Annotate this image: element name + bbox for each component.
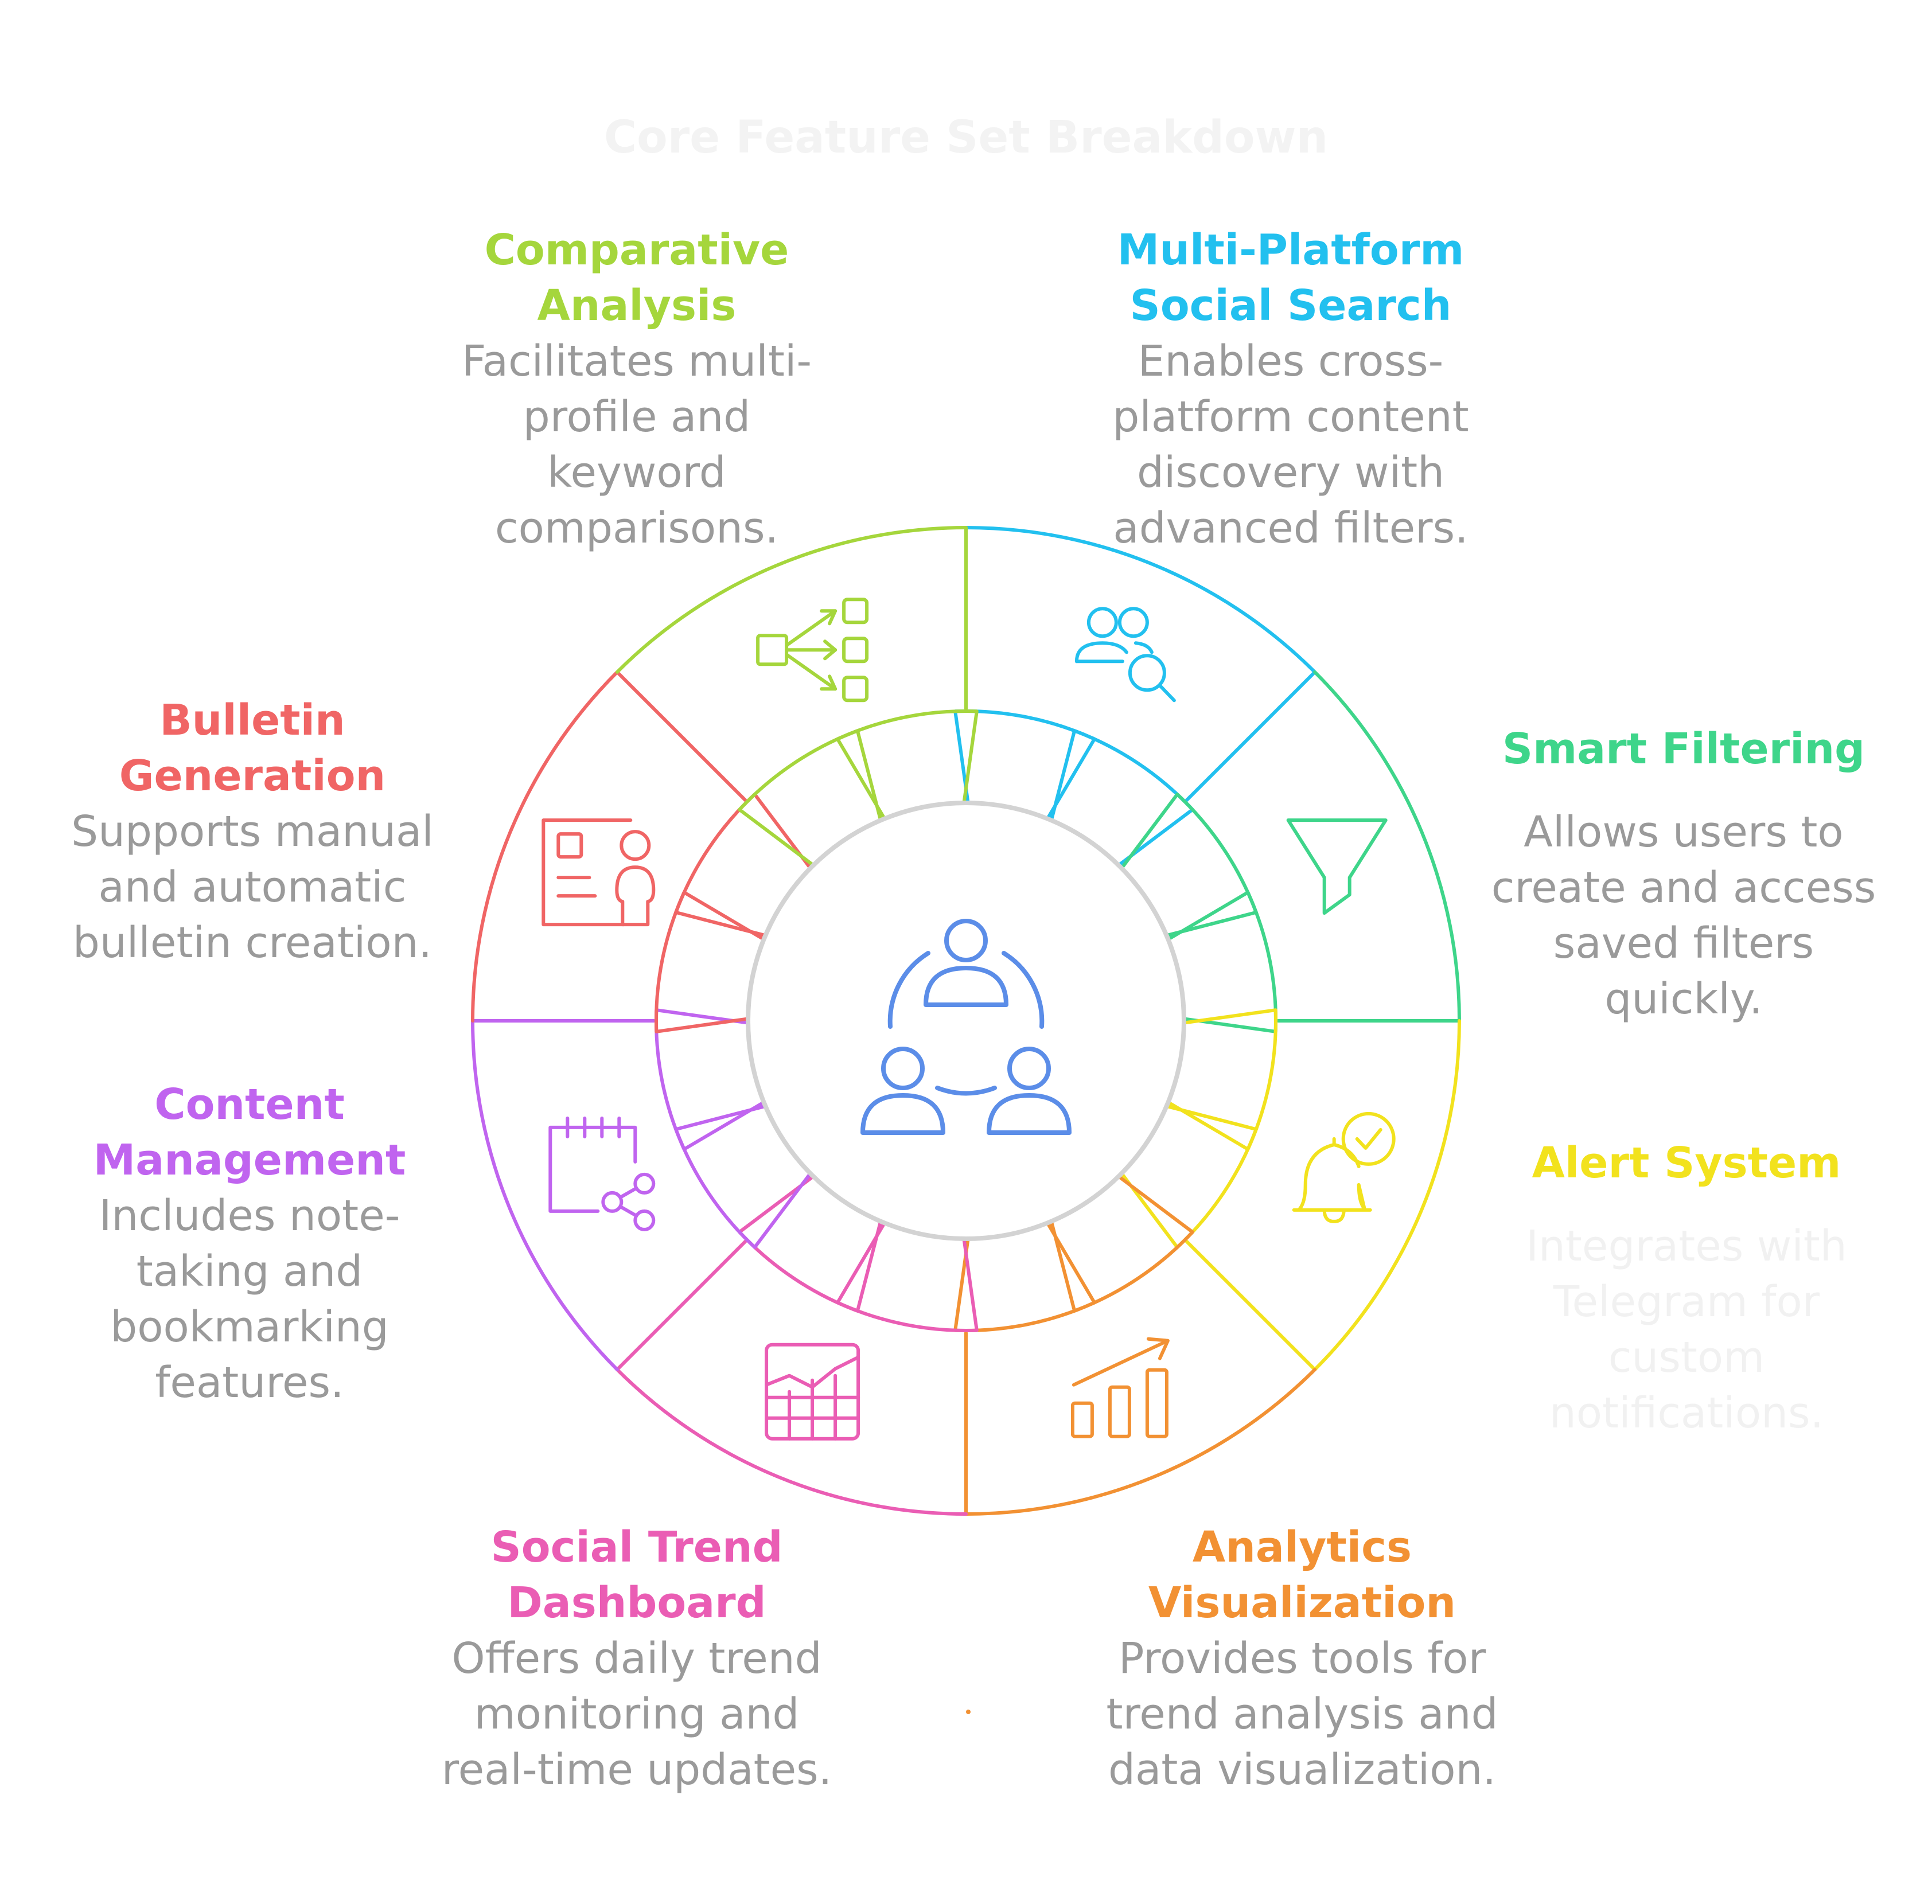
feature-title: Smart Filtering: [1502, 724, 1865, 774]
segment-divider: [1185, 670, 1317, 802]
calendar-share-icon: [548, 1116, 656, 1231]
decorative-dot: [966, 1710, 971, 1714]
segment-bulletin-generation: [471, 670, 812, 1033]
document-person-icon: [542, 818, 656, 927]
segment-divider: [615, 1239, 747, 1372]
funnel-icon: [1286, 818, 1388, 915]
segment-outer-arc: [615, 1368, 968, 1516]
segment-comparative-analysis: [615, 526, 979, 867]
segment-divider: [615, 670, 747, 802]
segment-alert-system: [1120, 1008, 1461, 1372]
segment-outer-arc: [615, 526, 968, 674]
segment-smart-filtering: [1120, 670, 1461, 1033]
segment-outer-arc: [471, 670, 619, 1023]
branch-compare-icon: [756, 598, 869, 703]
segment-divider: [1185, 1239, 1317, 1372]
bar-chart-trend-icon: [1070, 1337, 1170, 1438]
segment-outer-arc: [964, 1368, 1317, 1516]
segment-social-trend-dashboard: [615, 1175, 979, 1516]
feature-title: Alert System: [1532, 1138, 1841, 1188]
segment-outer-arc: [964, 526, 1317, 674]
people-network-icon: [860, 919, 1072, 1135]
segment-outer-arc: [1313, 670, 1461, 1023]
segment-tab: [836, 709, 979, 820]
users-search-icon: [1074, 607, 1176, 703]
bell-check-icon: [1292, 1111, 1396, 1223]
segment-outer-arc: [1313, 1019, 1461, 1372]
segment-outer-arc: [471, 1019, 619, 1372]
page-title: Core Feature Set Breakdown: [603, 112, 1329, 163]
area-chart-grid-icon: [765, 1343, 860, 1441]
center-circle: [746, 801, 1186, 1241]
